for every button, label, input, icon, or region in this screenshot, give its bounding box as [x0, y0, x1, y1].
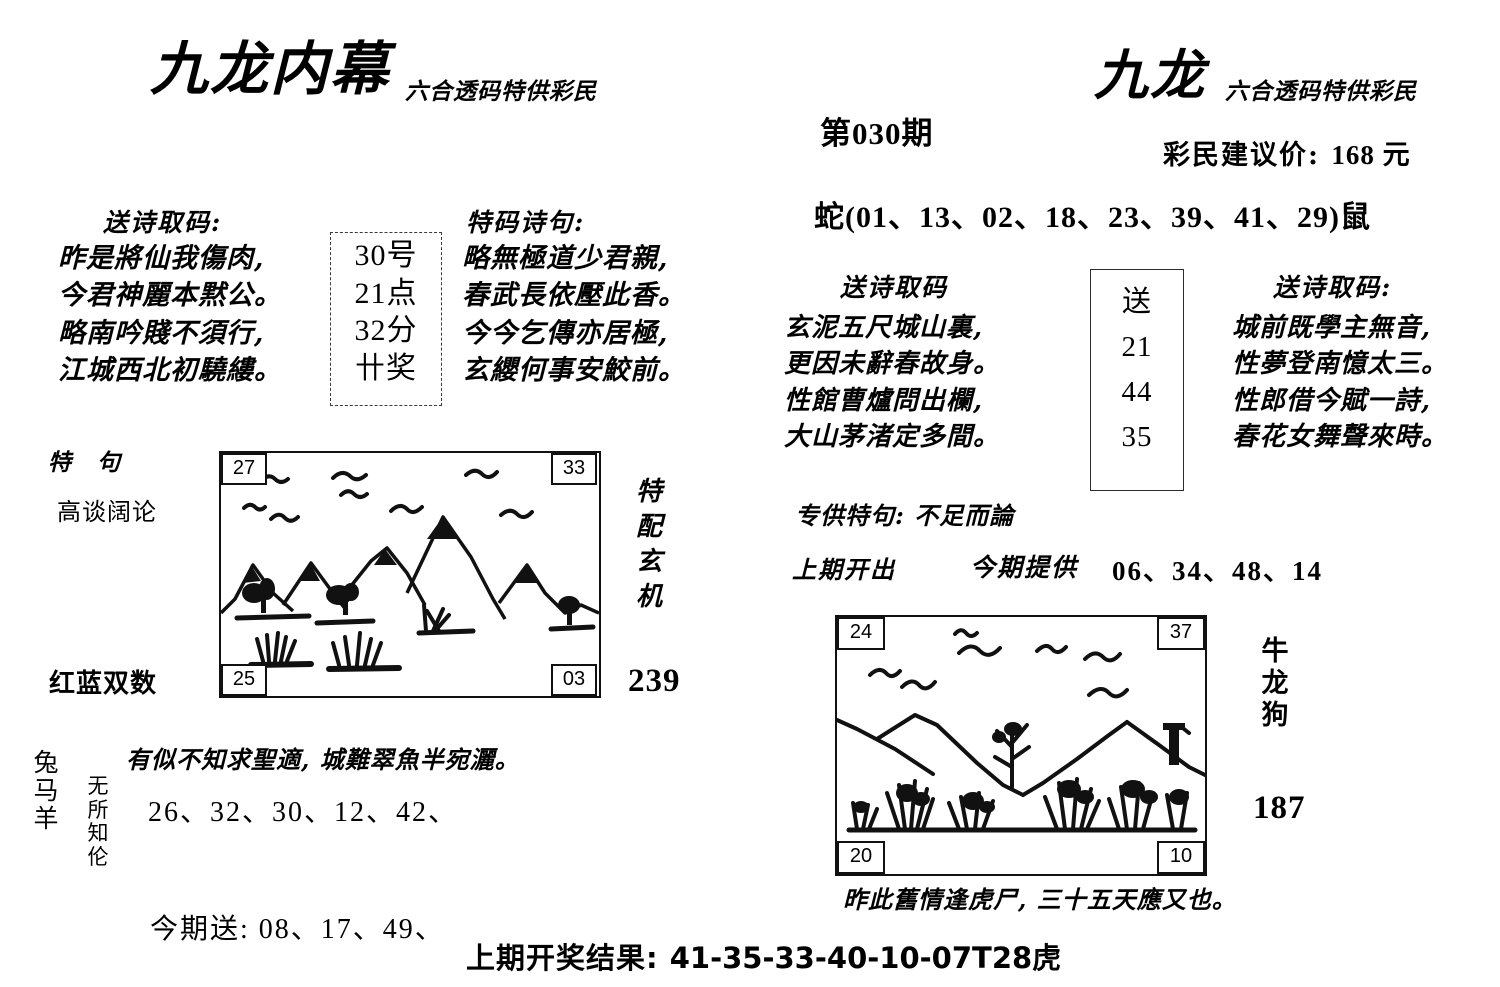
right-caption: 昨此舊情逢虎尸, 三十五天應又也。 — [843, 885, 1237, 914]
right-poem-left-line-3: 性館曹爐問出欄, — [784, 385, 984, 416]
left-code-box: 30号 21点 32分 卄奖 — [330, 232, 442, 406]
left-picture-corner-tl: 27 — [221, 453, 267, 485]
left-idiom-column: 无所知伦 — [84, 774, 112, 869]
left-picture-corner-bl: 25 — [221, 664, 267, 696]
right-code-box-line-1: 送 — [1121, 286, 1152, 318]
left-poem: 昨是將仙我傷肉, 今君神麗本黙公。 略南吟賤不須行, 江城西北初驍縷。 — [58, 240, 282, 389]
left-side-hint: 特配玄机 — [632, 475, 666, 615]
left-zodiac-column-text: 兔马羊 — [33, 750, 59, 833]
right-picture-corner-tl: 24 — [837, 617, 885, 650]
mid-poem-heading: 特码诗句: — [466, 208, 586, 237]
right-picture-corner-tr: 37 — [1157, 617, 1205, 650]
right-scenery-drawing — [837, 617, 1205, 874]
footer-result: 上期开奖结果: 41-35-33-40-10-07T28虎 — [466, 935, 1061, 977]
left-picture-corner-tr: 33 — [551, 453, 597, 485]
right-poem-left-line-2: 更因未辭春故身。 — [784, 349, 1001, 380]
right-this-issue-label: 今期提供 — [970, 553, 1079, 582]
right-picture-corner-bl: 20 — [837, 841, 885, 874]
left-send-label: 今期送: — [150, 914, 250, 945]
right-price-value: 168 元 — [1331, 140, 1411, 170]
left-code-box-line-4: 卄奖 — [355, 351, 417, 385]
left-code-box-line-2: 21点 — [354, 276, 418, 310]
left-scenery-drawing — [221, 453, 599, 696]
te-ju-value: 高谈阔论 — [57, 500, 157, 526]
right-last-issue-label: 上期开出 — [792, 555, 896, 584]
right-special-label: 专供特句: — [795, 501, 905, 530]
right-poem-right-line-2: 性夢登南憶太三。 — [1232, 349, 1449, 380]
left-code-box-line-3: 32分 — [354, 314, 418, 347]
left-zodiac-column: 兔马羊 — [30, 750, 62, 834]
right-brand-subtitle: 六合透码特供彩民 — [1225, 78, 1417, 105]
right-poem-left-line-4: 大山茅渚定多間。 — [784, 422, 1001, 453]
right-side-zodiac: 牛龙狗 — [1258, 636, 1292, 732]
left-scenery-picture — [219, 451, 601, 698]
right-poem-right-line-1: 城前既學主無音, — [1232, 313, 1432, 343]
right-poem-right: 城前既學主無音, 性夢登南憶太三。 性郎借今賦一詩, 春花女舞聲來時。 — [1232, 310, 1448, 456]
left-bottom-poem: 有似不知求聖適, 城難翠魚半宛灑。 — [126, 745, 520, 774]
right-poem-right-line-3: 性郎借今賦一詩, — [1232, 385, 1432, 416]
right-poem-left: 玄泥五尺城山裏, 更因未辭春故身。 性館曹爐問出欄, 大山茅渚定多間。 — [784, 310, 1000, 456]
right-poem-left-heading: 送诗取码 — [840, 273, 949, 302]
left-side-number: 239 — [628, 663, 681, 699]
right-poem-right-line-4: 春花女舞聲來時。 — [1232, 422, 1449, 453]
te-ju-label: 特句 — [48, 449, 146, 476]
mid-poem-line-4: 玄纓何事安鮫前。 — [462, 354, 686, 386]
left-poem-line-2: 今君神麗本黙公。 — [58, 280, 282, 312]
left-poem-heading: 送诗取码: — [103, 208, 223, 237]
mid-poem-line-2: 春武長依壓此香。 — [462, 280, 686, 312]
right-issue-number: 第030期 — [820, 116, 934, 151]
left-poem-line-1: 昨是將仙我傷肉, — [58, 243, 265, 274]
red-blue-label: 红蓝双数 — [49, 669, 158, 698]
left-brand-subtitle: 六合透码特供彩民 — [405, 78, 597, 105]
left-poem-line-3: 略南吟賤不須行, — [58, 317, 265, 349]
right-side-zodiac-text: 牛龙狗 — [1261, 636, 1289, 730]
left-send-numbers: 08、17、49、 — [258, 914, 445, 945]
left-side-hint-text: 特配玄机 — [635, 477, 662, 613]
left-bottom-numbers: 26、32、30、12、42、 — [148, 797, 459, 828]
left-idiom-column-text: 无所知伦 — [87, 774, 109, 869]
right-poem-right-heading: 送诗取码: — [1273, 273, 1393, 302]
mid-poem: 略無極道少君親, 春武長依壓此香。 今今乞傳亦居極, 玄纓何事安鮫前。 — [462, 240, 686, 389]
right-special-value: 不足而論 — [914, 501, 1015, 530]
footer-label: 上期开奖结果: — [466, 941, 659, 975]
left-code-box-line-1: 30号 — [354, 239, 418, 272]
right-this-issue-numbers: 06、34、48、14 — [1112, 556, 1323, 586]
left-brand-title: 九龙内幕 — [150, 35, 391, 103]
right-code-box-line-2: 21 — [1121, 330, 1153, 363]
mid-poem-line-1: 略無極道少君親, — [462, 243, 669, 274]
right-brand-title: 九龙 — [1094, 43, 1206, 107]
footer-value: 41-35-33-40-10-07T28虎 — [669, 941, 1062, 975]
right-code-box-line-4: 35 — [1121, 420, 1153, 453]
right-picture-corner-br: 10 — [1157, 841, 1205, 874]
mid-poem-line-3: 今今乞傳亦居極, — [462, 317, 669, 349]
left-send-line: 今期送: 08、17、49、 — [150, 907, 445, 947]
right-side-number: 187 — [1253, 790, 1306, 826]
right-special-line: 专供特句: 不足而論 — [795, 496, 1014, 531]
right-code-box-line-3: 44 — [1121, 375, 1153, 408]
right-price: 彩民建议价: 168 元 — [1163, 133, 1411, 172]
right-poem-left-line-1: 玄泥五尺城山裏, — [784, 313, 984, 343]
right-price-label: 彩民建议价: — [1163, 140, 1320, 171]
left-poem-line-4: 江城西北初驍縷。 — [58, 354, 282, 386]
right-code-box: 送 21 44 35 — [1090, 269, 1184, 491]
right-zodiac-line: 蛇(01、13、02、18、23、39、41、29)鼠 — [814, 201, 1371, 234]
right-scenery-picture — [835, 615, 1207, 876]
left-picture-corner-br: 03 — [551, 664, 597, 696]
